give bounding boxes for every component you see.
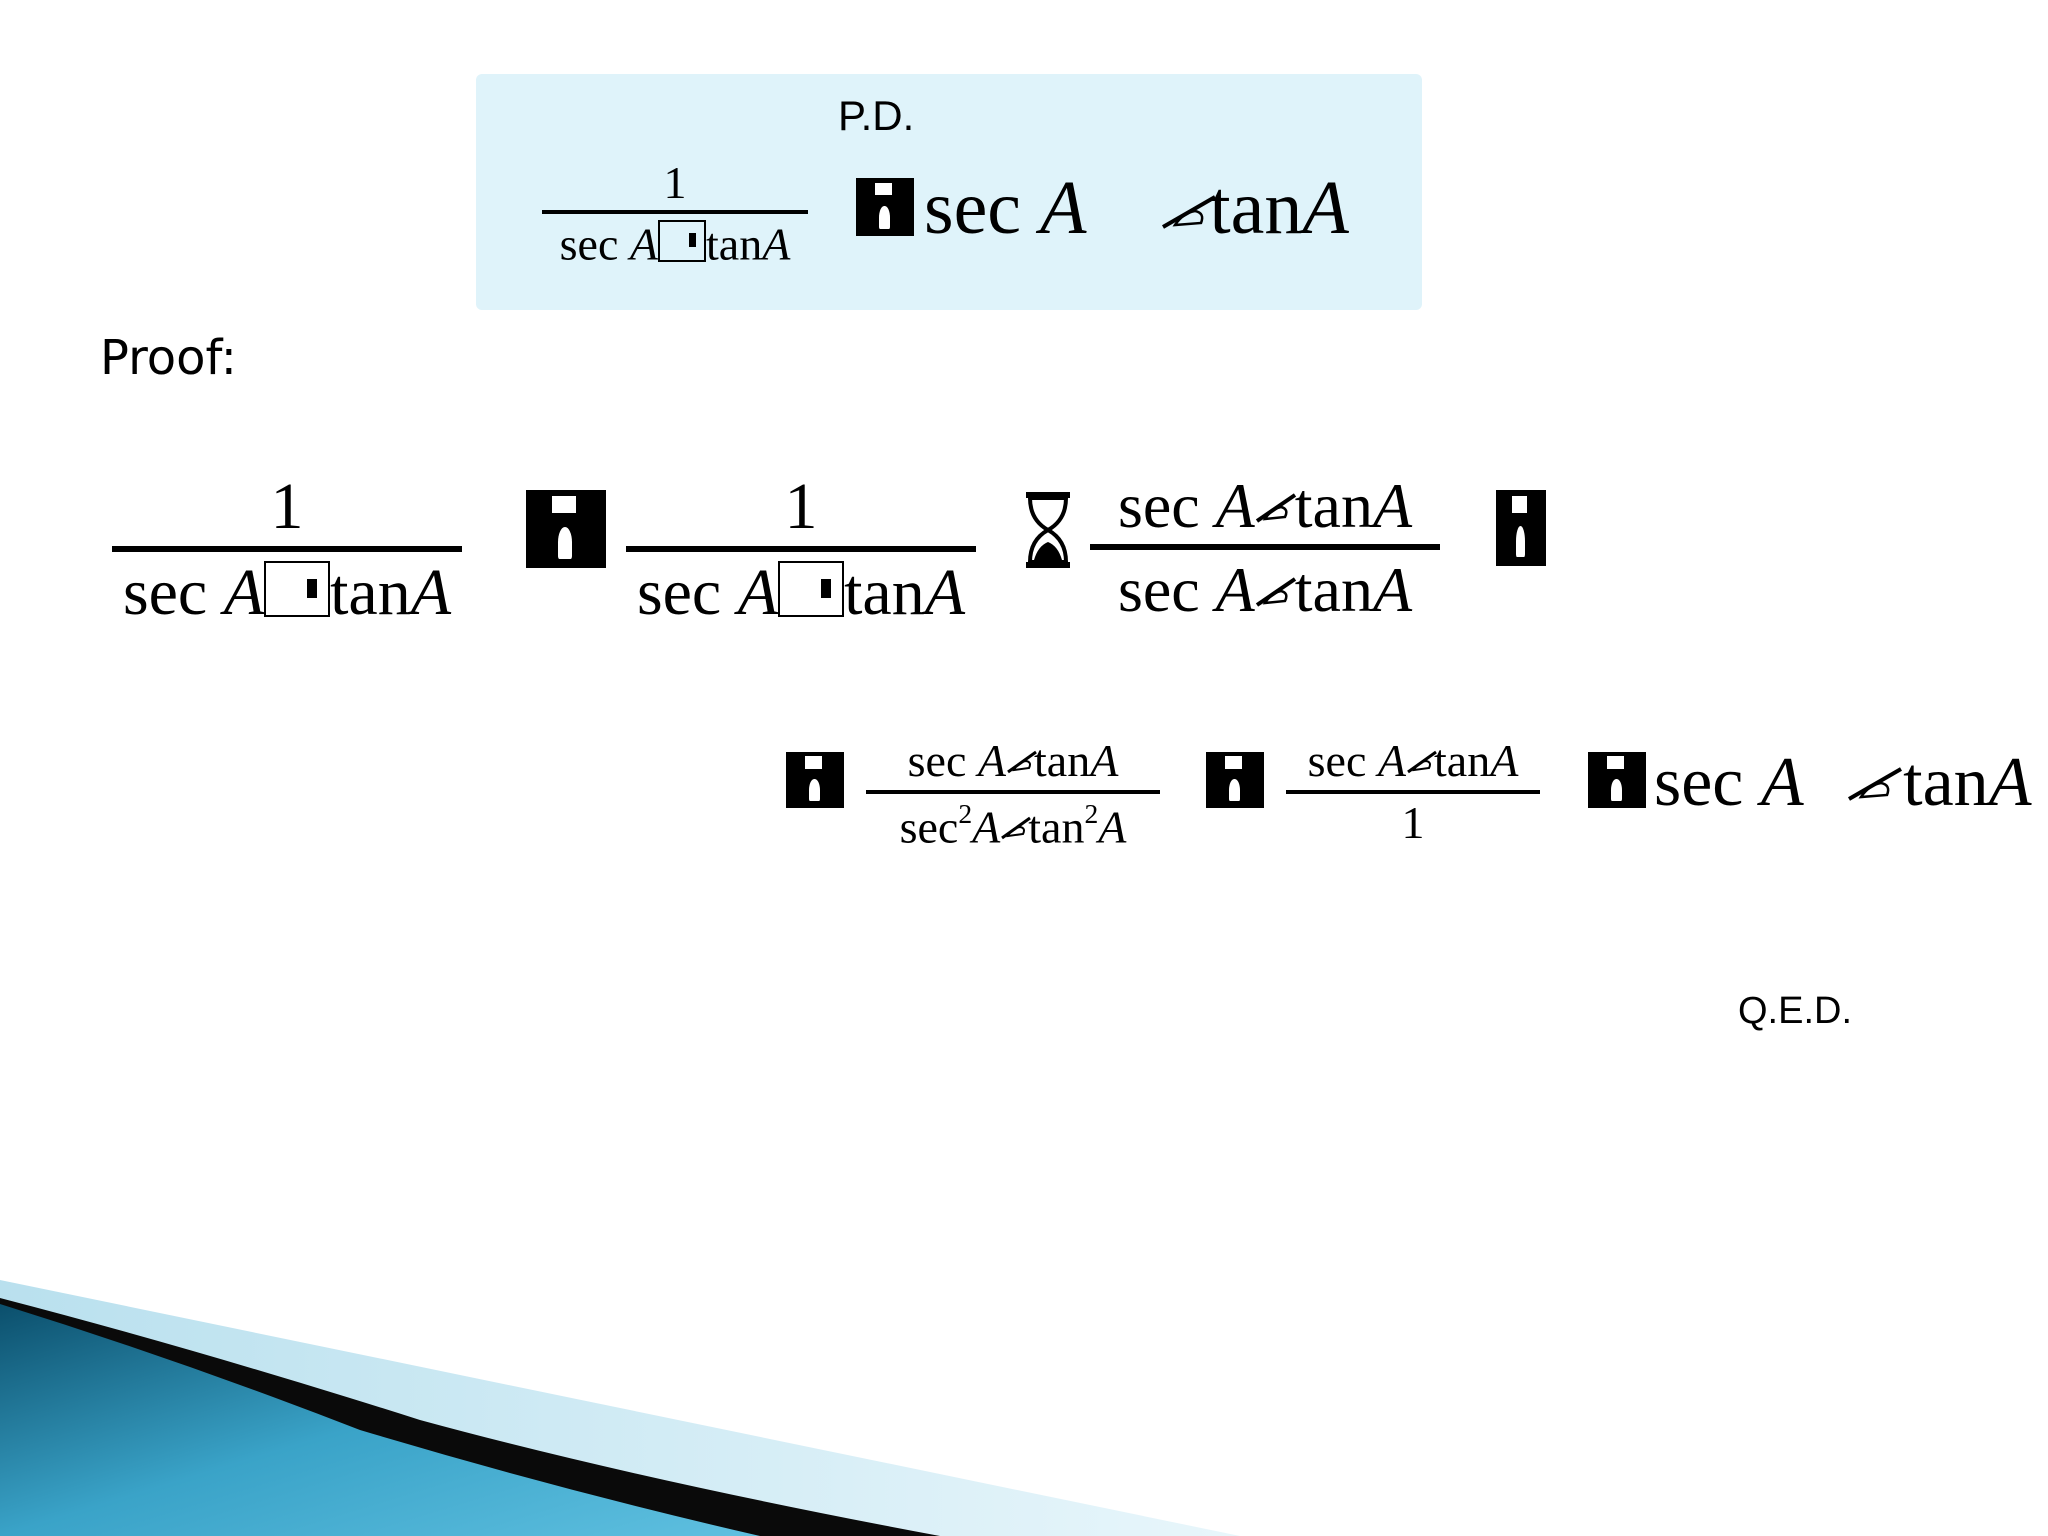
proof-label: Proof:	[100, 330, 237, 386]
writing-hand-icon	[1255, 558, 1296, 607]
proof-final-rhs: sec A tanA	[1654, 744, 2032, 821]
writing-hand-icon	[1000, 804, 1032, 840]
pd-label: P.D.	[838, 92, 915, 139]
floppy-disk-icon	[786, 752, 844, 808]
fraction-bar	[866, 790, 1160, 794]
writing-hand-icon	[1847, 748, 1903, 801]
fraction-numerator: 1	[663, 157, 687, 208]
fraction-bar	[1090, 544, 1440, 550]
fraction-bar	[112, 546, 462, 552]
floppy-disk-icon	[526, 490, 606, 568]
box-glyph-icon	[264, 561, 331, 618]
writing-hand-icon	[1255, 474, 1296, 523]
fraction-denominator: 1	[1401, 797, 1425, 848]
writing-hand-icon	[1006, 738, 1037, 774]
statement-box	[476, 74, 1422, 310]
fraction-numerator: 1	[270, 470, 304, 543]
box-glyph-icon	[658, 220, 707, 262]
floppy-disk-icon	[856, 178, 914, 236]
floppy-disk-icon	[1496, 490, 1546, 566]
floppy-disk-icon	[1588, 752, 1646, 808]
writing-hand-icon	[1406, 738, 1437, 774]
fraction-bar	[542, 210, 808, 214]
statement-rhs: sec A tanA	[924, 166, 1349, 250]
floppy-disk-icon	[1206, 752, 1264, 808]
hourglass-icon	[1024, 490, 1072, 570]
writing-hand-icon	[1161, 170, 1217, 229]
qed-label: Q.E.D.	[1738, 990, 1853, 1032]
decorative-swoosh	[0, 1280, 1240, 1536]
fraction-bar	[1286, 790, 1540, 794]
fraction-bar	[626, 546, 976, 552]
fraction-numerator: 1	[784, 470, 818, 543]
box-glyph-icon	[778, 561, 845, 618]
